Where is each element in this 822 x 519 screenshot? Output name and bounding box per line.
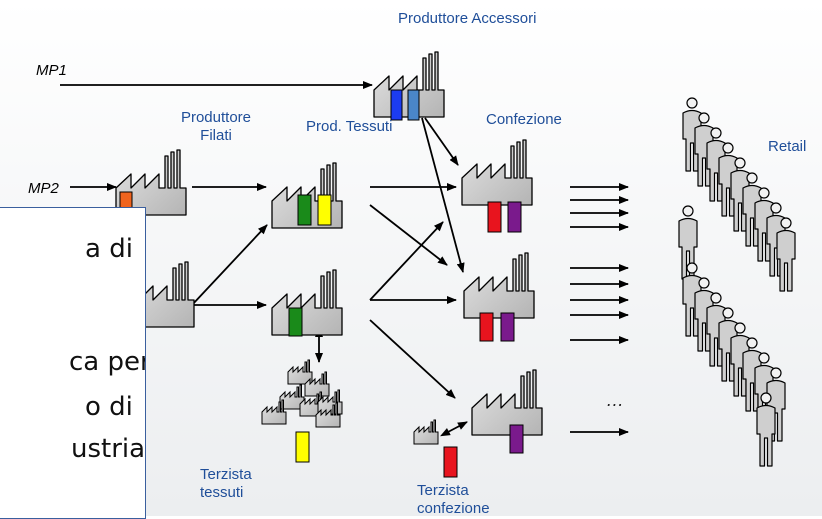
factory-icon [373,51,445,121]
product-box-steel-blue [407,89,420,121]
label-confezione: Confezione [486,111,562,128]
arrow-accessori-conf1 [424,117,459,166]
factory-icon [271,162,343,229]
label-terzista-confezione-line2: confezione [417,500,490,516]
label-terzista-confezione-line1: Terzista [417,482,469,499]
textbox-line-4: ustria [71,434,146,464]
label-produttore-filati-line1: Produttore [180,109,252,126]
factory-icon [413,419,439,445]
label-retail: Retail [768,138,807,155]
product-box-red [487,201,502,233]
factory-icon [271,269,343,337]
flow-arrows [60,81,629,437]
label-terzista-tessuti-line1: Terzista [200,466,252,483]
factory-icon [471,369,543,454]
product-box-purple [500,312,515,342]
label-mp1: MP1 [36,62,67,79]
label-terzista-tessuti: Terzista tessuti [200,466,252,502]
factory-icon [115,149,187,216]
product-box-red [443,446,458,478]
product-box-purple [509,424,524,454]
factory-icon [461,139,533,233]
label-terzista-confezione: Terzista confezione [417,482,490,516]
label-terzista-tessuti-line2: tessuti [200,484,244,501]
terzista-tessuti-cluster [261,359,343,463]
factory-icon [463,252,535,342]
textbox-line-3: o di [85,392,133,422]
product-box-blue [390,89,403,121]
label-produttore-filati: Produttore Filati [166,109,266,145]
label-produttore-accessori: Produttore Accessori [398,10,537,27]
arrow-tessuti1-conf2 [369,204,448,266]
overlay-text-box: a di ca per o di ustria [0,207,146,519]
textbox-line-1: a di [85,234,133,264]
arrow-tessuti2-conf1 [369,221,444,301]
arrow-filati2-tessuti-top [191,224,268,306]
arrow-tessuti2-conf3 [369,319,456,399]
label-produttore-filati-line2: Filati [200,127,232,144]
arrow-conf-terzista [440,421,468,437]
product-box-orange [119,191,133,209]
product-box-red [479,312,494,342]
product-box-yellow [317,194,332,226]
product-box-purple [507,201,522,233]
textbox-line-2: ca per [69,347,146,377]
arrow-accessori-conf2 [421,117,465,273]
label-prod-tessuti: Prod. Tessuti [306,118,393,135]
ellipsis-more: … [606,390,624,410]
label-mp2: MP2 [28,180,59,197]
product-box-green [288,307,303,337]
product-box-yellow [295,431,310,463]
product-box-green [297,194,312,226]
